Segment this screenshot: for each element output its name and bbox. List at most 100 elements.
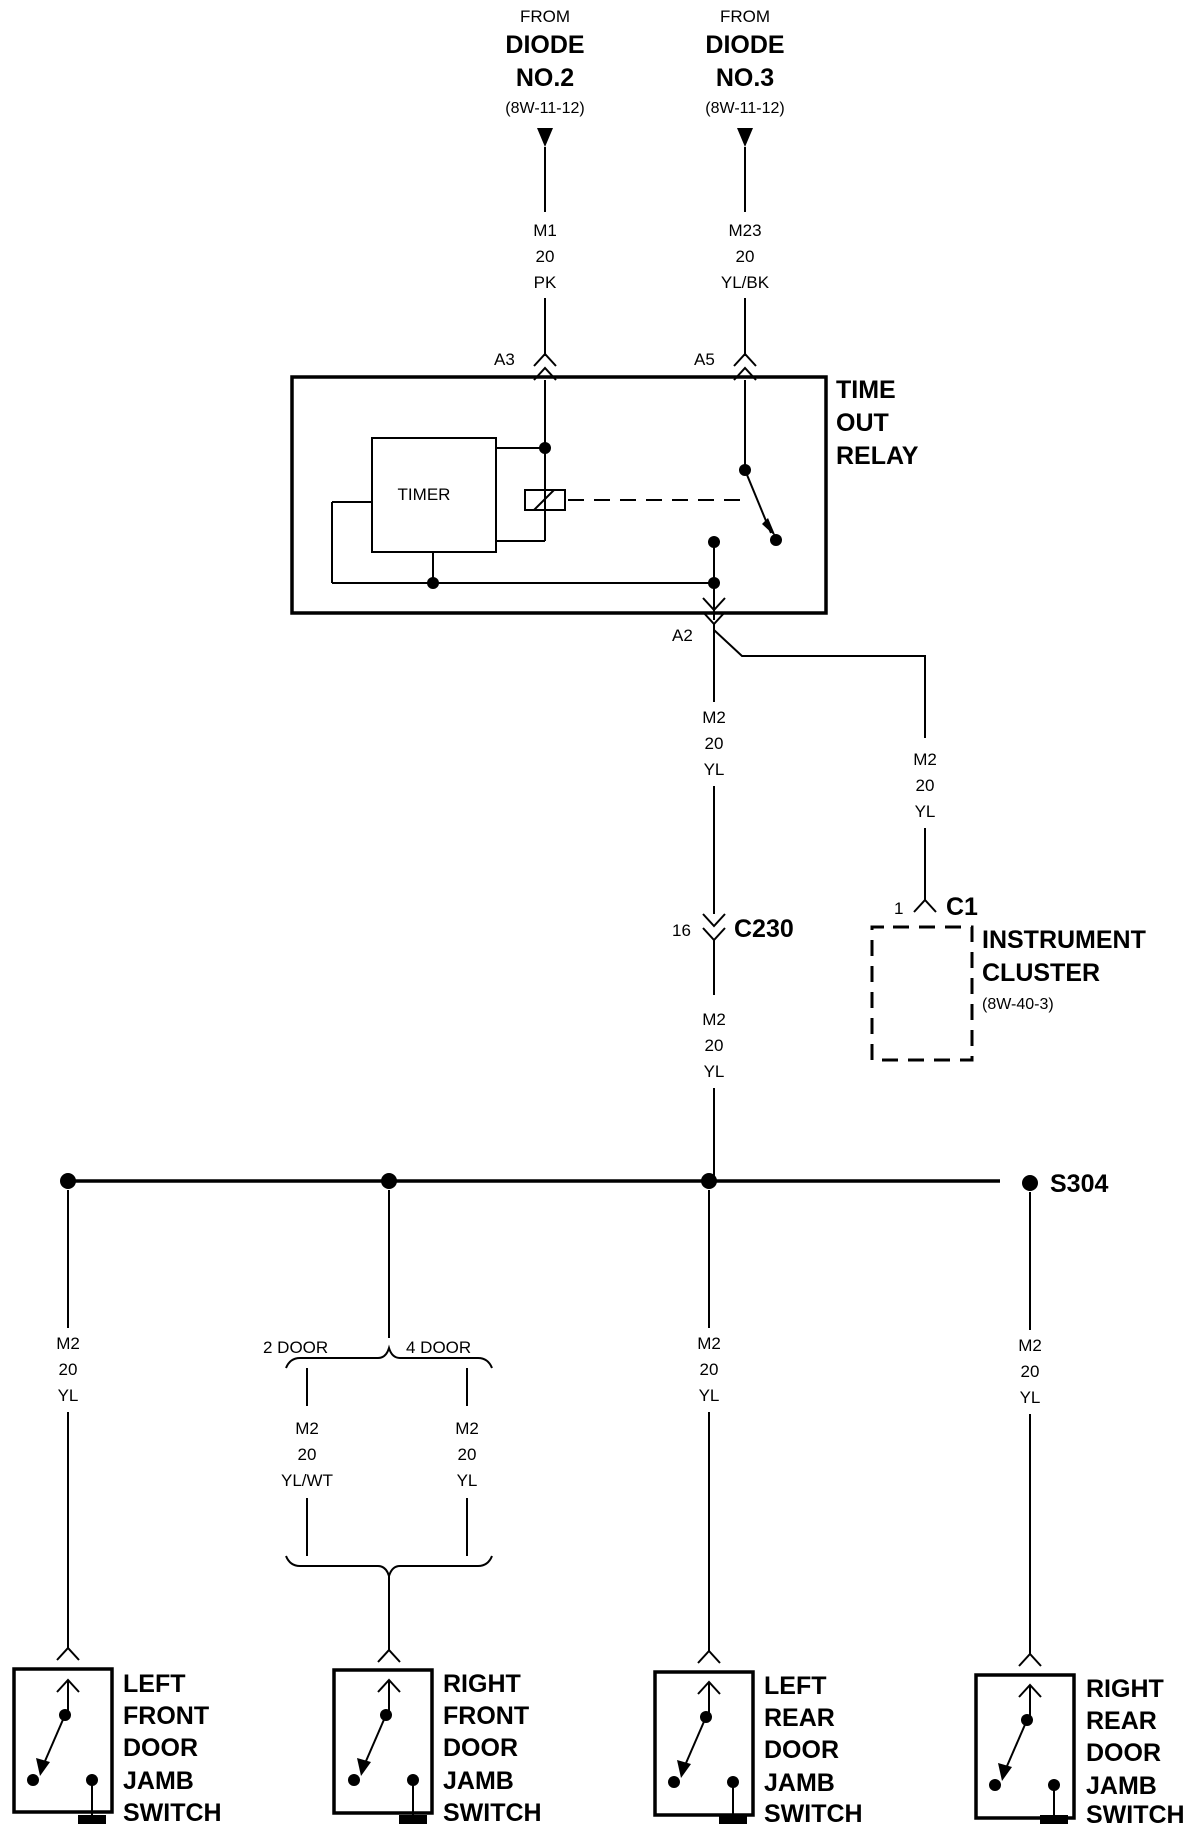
cluster-title-line2: CLUSTER [982,959,1100,987]
cluster-ref: (8W-40-3) [982,996,1054,1013]
relay-title-line3: RELAY [836,442,919,470]
wire-m2-cluster: M2 20 YL [913,750,937,900]
switch-label-line: SWITCH [764,1800,863,1826]
switch-label-line: REAR [1086,1707,1157,1735]
source-number: NO.3 [716,64,774,92]
cluster-pin: 1 [894,899,903,918]
connector-icon [377,1648,401,1663]
splice-dot [60,1173,76,1189]
switch-label-line: JAMB [123,1767,194,1795]
wire-color: YL [915,802,936,821]
relay-title-line2: OUT [836,409,889,437]
junction-dot [708,577,720,589]
switch-label-line: SWITCH [123,1799,222,1826]
switch-label-line: JAMB [764,1769,835,1797]
connector-icon [697,1649,721,1664]
switch-label-line: JAMB [1086,1772,1157,1800]
contact-dot [770,534,782,546]
wire-circuit: M2 [1018,1336,1042,1355]
wire-branch [713,629,926,738]
switch-box [332,1668,434,1815]
switch-label-line: JAMB [443,1767,514,1795]
splice-s304: S304 [60,1170,1108,1198]
wire-circuit: M2 [697,1334,721,1353]
wire-circuit: M23 [728,221,761,240]
right-rear-door-jamb-switch: RIGHT REAR DOOR JAMB SWITCH [974,1652,1184,1826]
switch-label-line: DOOR [764,1736,839,1764]
option-brace [285,1555,493,1580]
splice-label: S304 [1050,1170,1108,1198]
wire-color: YL [58,1386,79,1405]
junction-dot [427,577,439,589]
option-4-door: 4 DOOR [406,1338,471,1357]
wire-circuit: M2 [56,1334,80,1353]
switch-label-line: SWITCH [1086,1801,1184,1826]
wire-color: YL/BK [721,273,770,292]
splice-dot [701,1173,717,1189]
pin-a3-label: A3 [494,350,515,369]
pin-a2-label: A2 [672,626,693,645]
wire-circuit: M2 [455,1419,479,1438]
splice-dot [1022,1175,1038,1191]
switch-label-line: RIGHT [443,1670,521,1698]
ground-icon [1040,1815,1068,1824]
source-from-label: FROM [720,7,770,26]
timer-label: TIMER [398,485,451,504]
switch-box [974,1673,1076,1820]
switch-label-line: FRONT [123,1702,209,1730]
source-number: NO.2 [516,64,574,92]
wire-color: YL/WT [281,1471,333,1490]
ground-icon [78,1815,106,1824]
wire-circuit: M2 [702,1010,726,1029]
wire-gauge: 20 [1021,1362,1040,1381]
source-ref: (8W-11-12) [505,100,584,117]
wire-color: YL [457,1471,478,1490]
wire-m2-splice: M2 20 YL [702,1010,726,1183]
connector-icon [702,913,726,942]
switch-label-line: LEFT [764,1672,827,1700]
relay-coil-icon [524,489,566,511]
wire-color: YL [699,1386,720,1405]
switch-label-line: FRONT [443,1702,529,1730]
ground-icon [719,1815,747,1824]
relay-title-line1: TIME [836,376,896,404]
wire-m23: M23 20 YL/BK [721,147,770,356]
source-ref: (8W-11-12) [705,100,784,117]
pin-a5-label: A5 [694,350,715,369]
wire-m2-relay: M2 20 YL [702,708,726,914]
wire-color: YL [704,760,725,779]
c230-pin: 16 [672,921,691,940]
switch-label-line: DOOR [123,1734,198,1762]
wire-gauge: 20 [59,1360,78,1379]
connector-icon [56,1646,80,1661]
instrument-cluster: 1 C1 INSTRUMENT CLUSTER (8W-40-3) [870,893,1146,1062]
wire-gauge: 20 [298,1445,317,1464]
relay-box [290,375,828,615]
wire-circuit: M1 [533,221,557,240]
wire-gauge: 20 [916,776,935,795]
connector-icon [913,898,937,913]
ground-icon [399,1815,427,1824]
switch-label-line: LEFT [123,1670,186,1698]
arrow-down-icon [737,128,753,147]
time-out-relay: TIME OUT RELAY TIMER [290,375,919,620]
wire-m2-left-rear: M2 20 YL [697,1190,721,1651]
source-diode-3: FROM DIODE NO.3 (8W-11-12) [705,7,785,147]
right-front-door-jamb-switch: RIGHT FRONT DOOR JAMB SWITCH [332,1648,542,1826]
source-diode-2: FROM DIODE NO.2 (8W-11-12) [505,7,585,147]
cluster-dashed-box [870,925,974,1062]
switch-box [12,1667,114,1814]
arrow-down-icon [537,128,553,147]
splice-dot [381,1173,397,1189]
switch-label-line: SWITCH [443,1799,542,1826]
wire-m2-left-front: M2 20 YL [56,1190,80,1648]
wire-gauge: 20 [736,247,755,266]
wire-gauge: 20 [705,734,724,753]
c230-label: C230 [734,915,794,943]
cluster-connector-label: C1 [946,893,978,921]
connector-icon [1018,1652,1042,1667]
wire-m2-right-rear: M2 20 YL [1018,1192,1042,1654]
source-from-label: FROM [520,7,570,26]
switch-label-line: RIGHT [1086,1675,1164,1703]
